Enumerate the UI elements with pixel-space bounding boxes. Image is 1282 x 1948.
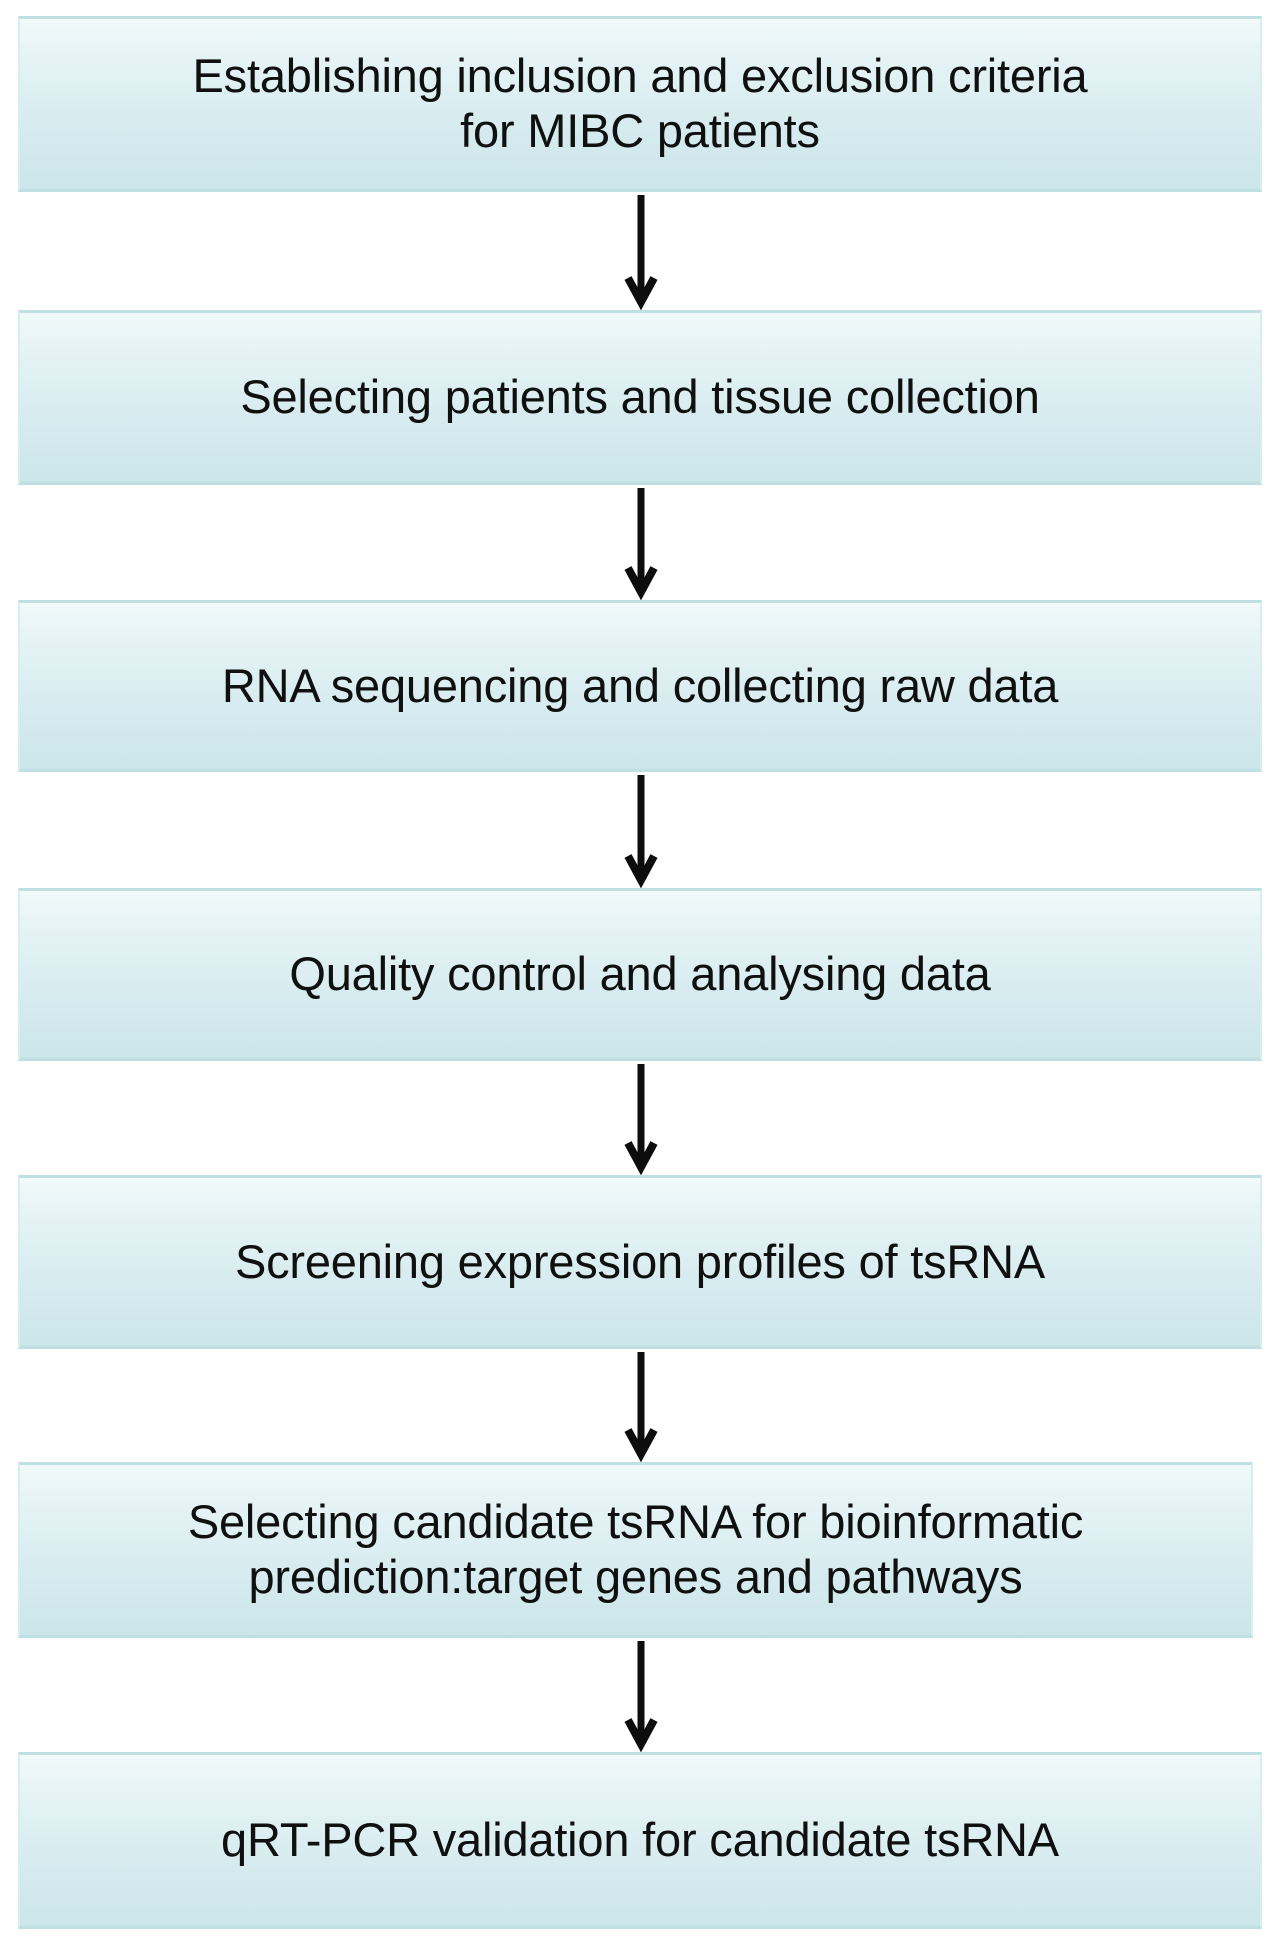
flowchart-node-step-1-label: Establishing inclusion and exclusion cri… bbox=[192, 49, 1088, 157]
flowchart-node-step-2-label: Selecting patients and tissue collection bbox=[240, 370, 1040, 423]
flowchart-node-step-5-label: Screening expression profiles of tsRNA bbox=[234, 1234, 1046, 1288]
flowchart-node-step-3[interactable]: RNA sequencing and collecting raw data bbox=[18, 600, 1262, 772]
flowchart-node-step-3-label: RNA sequencing and collecting raw data bbox=[221, 658, 1059, 712]
flowchart-node-step-2[interactable]: Selecting patients and tissue collection bbox=[18, 310, 1262, 485]
flowchart-node-step-6[interactable]: Selecting candidate tsRNA for bioinforma… bbox=[18, 1462, 1253, 1638]
flowchart-node-step-1[interactable]: Establishing inclusion and exclusion cri… bbox=[18, 16, 1262, 192]
flowchart-node-step-4[interactable]: Quality control and analysing data bbox=[18, 888, 1262, 1061]
flowchart-node-step-5[interactable]: Screening expression profiles of tsRNA bbox=[18, 1175, 1262, 1349]
flowchart-node-step-4-label: Quality control and analysing data bbox=[289, 947, 991, 1000]
flowchart-node-step-7-label: qRT-PCR validation for candidate tsRNA bbox=[221, 1813, 1059, 1866]
flowchart-node-step-6-label: Selecting candidate tsRNA for bioinforma… bbox=[187, 1495, 1084, 1603]
flowchart-node-step-7[interactable]: qRT-PCR validation for candidate tsRNA bbox=[18, 1752, 1262, 1929]
